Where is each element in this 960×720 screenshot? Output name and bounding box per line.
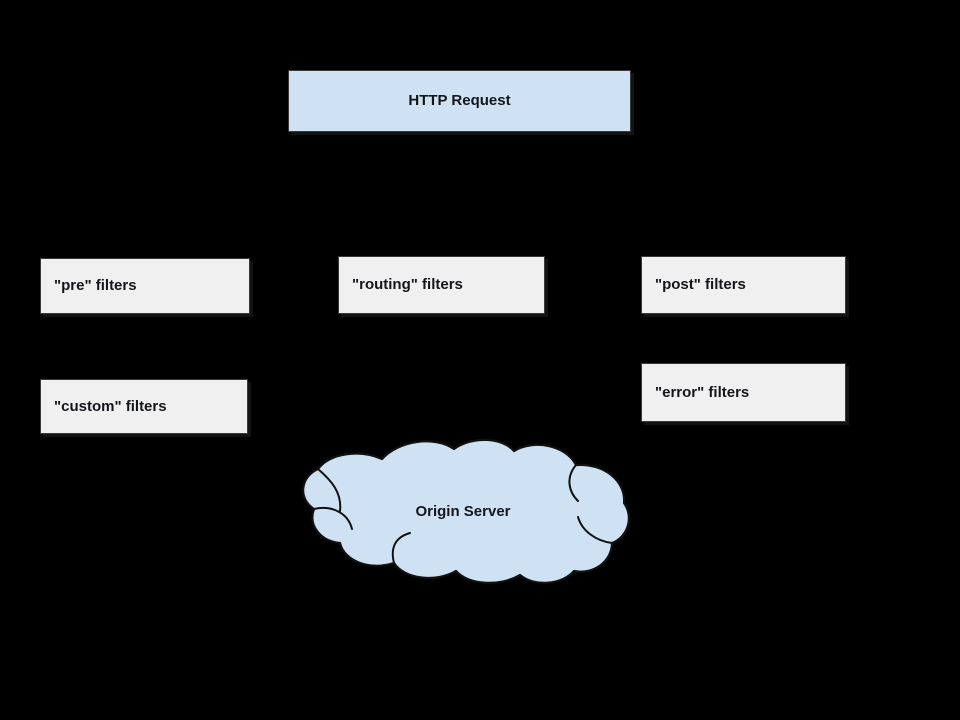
node-custom-filters[interactable]: "custom" filters [40, 379, 248, 434]
node-error-filters-label: "error" filters [655, 383, 750, 401]
node-pre-filters[interactable]: "pre" filters [40, 258, 250, 314]
node-post-filters[interactable]: "post" filters [641, 256, 846, 314]
node-origin-server-label: Origin Server [415, 502, 511, 520]
node-http-request[interactable]: HTTP Request [288, 70, 631, 132]
node-origin-server[interactable]: Origin Server [286, 437, 634, 585]
node-routing-filters[interactable]: "routing" filters [338, 256, 545, 314]
node-custom-filters-label: "custom" filters [54, 397, 167, 415]
node-error-filters[interactable]: "error" filters [641, 363, 846, 422]
node-post-filters-label: "post" filters [655, 276, 746, 294]
node-pre-filters-label: "pre" filters [54, 277, 137, 295]
cloud-icon [302, 438, 630, 584]
edge-http-request-to-post-filters [630, 133, 641, 286]
node-routing-filters-label: "routing" filters [352, 276, 463, 294]
node-http-request-label: HTTP Request [408, 92, 511, 110]
